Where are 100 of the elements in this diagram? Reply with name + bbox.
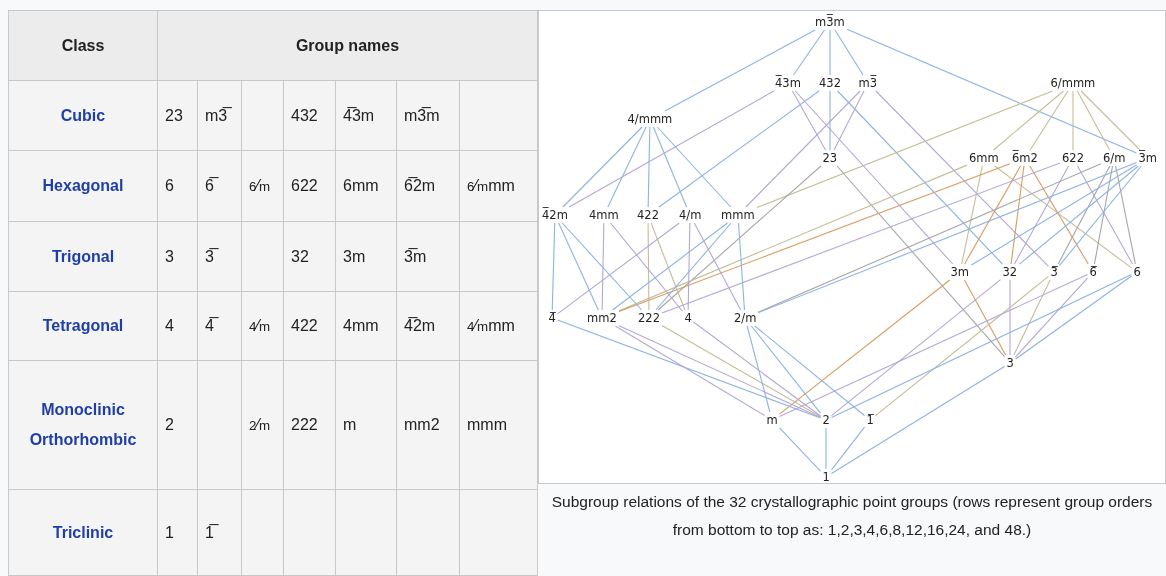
connector-line [830,426,866,471]
table-cell: 4̅2m [396,291,460,361]
point-group-label: 422 [636,208,660,222]
point-group-label: 6 [1132,265,1142,279]
connector-line [664,29,816,112]
class-name: Monoclinic [41,400,125,420]
table-cell: 6̅ [197,150,242,222]
point-group-label: m3̅ [857,76,879,90]
connector-line [834,29,864,76]
connector-line [1076,165,1134,265]
table-cell: 3̅ [197,221,242,292]
table-cell: 23 [157,80,198,151]
connector-line [692,321,822,417]
connector-line [607,126,647,208]
point-group-label: mm2 [586,311,618,325]
connector-line [558,222,599,311]
connector-line [1029,165,1089,265]
point-group-label: 3̅ [1049,265,1059,279]
connector-line [874,275,1050,417]
connector-line [791,90,827,151]
connector-line [829,90,831,151]
connector-line [792,29,826,76]
table-cell: 1̅ [197,489,242,576]
table-cell: 32 [283,221,336,292]
connector-line [825,427,827,470]
table-cell: 4̅ [197,291,242,361]
class-name: Orthorhombic [29,430,137,450]
caption: Subgroup relations of the 32 crystallographic point groups (rows represent group orders from bottom to top as: 1,2,3,4,6,8,12,16,24, and 48.) [550,492,1154,540]
point-group-label: m [765,413,779,427]
point-group-label: 1̅ [865,413,875,427]
connector-line [778,279,951,415]
table-cell: mm2 [396,360,460,490]
connector-line [961,165,983,265]
point-group-label: m3̅m [814,15,846,29]
table-cell: 222 [283,360,336,490]
connector-line [964,165,1021,265]
class-name-cell: Triclinic [8,489,158,576]
connector-line [655,222,732,311]
connector-line [556,319,822,419]
point-group-label: 4̅3m [774,76,802,90]
table-cell: 422 [283,291,336,361]
connector-line [830,274,1133,418]
connector-line [875,90,1050,267]
connector-line [612,222,728,311]
connector-line [750,325,822,414]
table-cell: 3 [157,221,198,292]
connector-line [601,222,605,311]
column-header: Class [8,10,158,81]
table-cell: 2 [157,360,198,490]
connector-line [657,165,822,311]
connector-line [561,222,643,311]
connector-line [693,222,742,311]
connector-line [738,222,745,311]
connector-line [618,325,822,419]
connector-line [1093,165,1114,265]
connector-line [661,324,822,418]
point-group-label: 3̅m [1137,151,1159,165]
point-group-label: 4̅2m [541,208,569,222]
table-cell: m3̅ [197,80,242,151]
connector-line [830,279,1002,417]
connector-line [1009,279,1011,356]
point-group-label: 6̅m2 [1011,151,1039,165]
connector-line [609,222,684,312]
point-group-label: 23 [821,151,839,165]
class-name-cell: Cubic [8,80,158,151]
point-group-label: 222 [637,311,661,325]
connector-line [994,165,1133,269]
connector-line [830,365,1006,475]
connector-line [745,90,861,208]
point-group-label: 4 [683,311,693,325]
table-cell: 4mm [335,291,397,361]
point-group-label: 6/mmm [1049,76,1097,90]
class-name-cell: Trigonal [8,221,158,292]
table-cell: mmm [459,360,538,490]
point-group-label: 1 [821,470,831,484]
connector-line [1080,90,1141,151]
table-cell: 1 [157,489,198,576]
table-cell: 4 [157,291,198,361]
connector-line [836,165,1006,358]
point-group-label: 2 [821,413,831,427]
point-group-label: 4/mmm [626,112,674,126]
connector-line [746,325,771,413]
point-group-label: 622 [1061,151,1085,165]
connector-line [1014,275,1133,360]
connector-line [656,126,732,208]
connector-line [837,90,1003,265]
connector-line [1014,277,1089,358]
connector-line [829,29,831,76]
point-group-label: 32 [1001,265,1019,279]
table-cell: 432 [283,80,336,151]
connector-line [1115,165,1136,265]
point-group-label: 6/m [1102,151,1127,165]
point-group-label: 4/m [678,208,703,222]
connector-line [1072,90,1074,151]
connector-line [1018,165,1139,265]
connector-line [963,279,1007,356]
table-cell: 3m [335,221,397,292]
point-group-label: 2/m [733,311,758,325]
connector-line [568,90,775,208]
point-group-label: 3 [1005,356,1015,370]
